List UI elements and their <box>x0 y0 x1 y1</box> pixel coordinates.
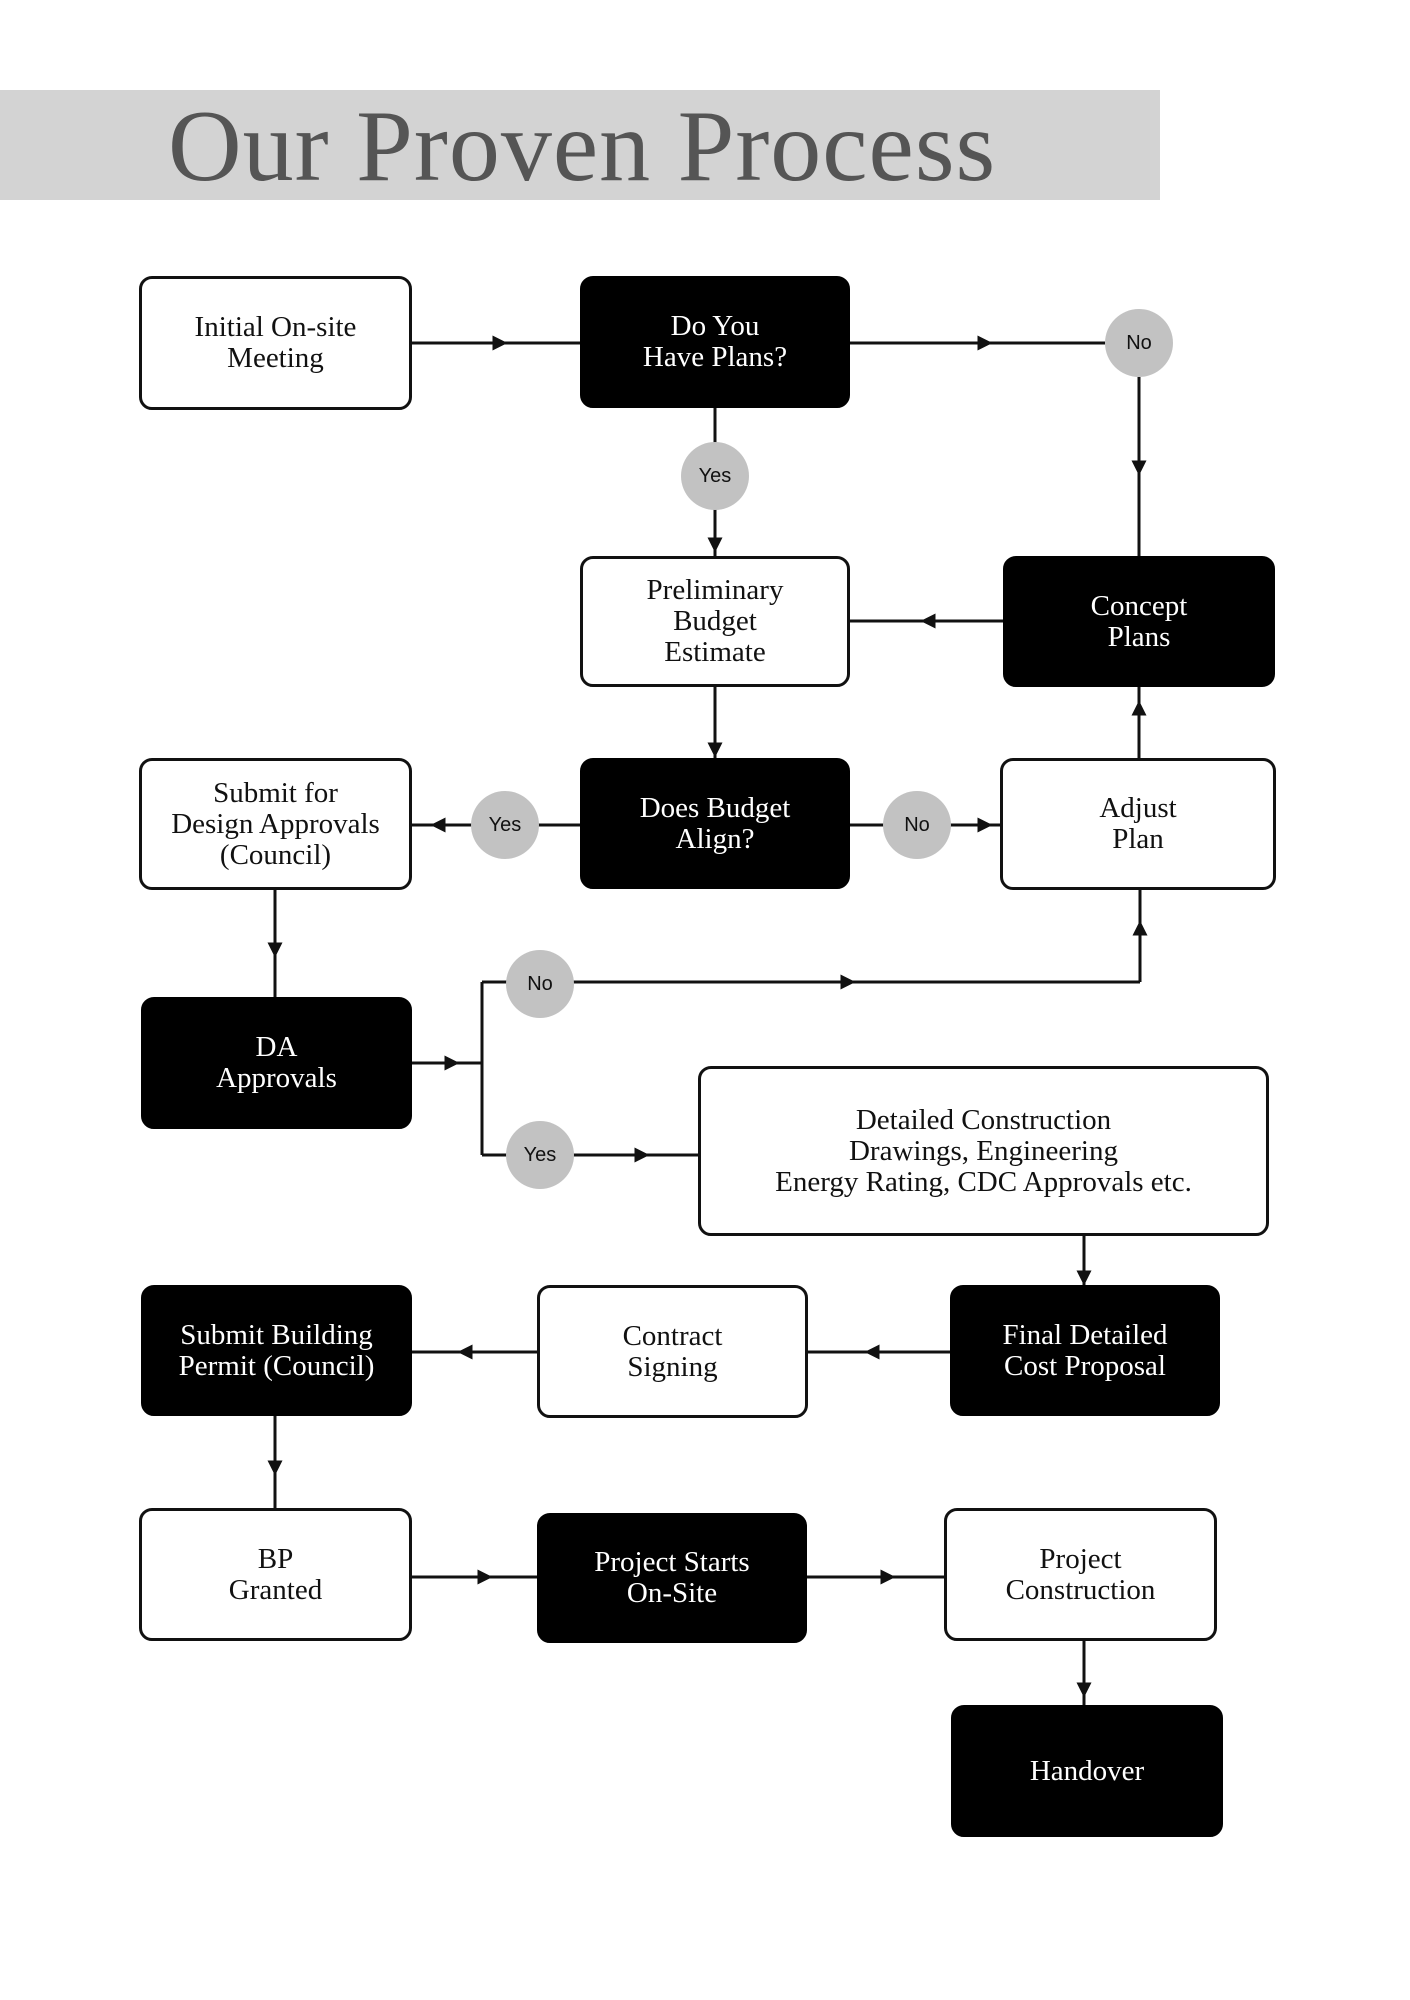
node-detailed-construction: Detailed Construction Drawings, Engineer… <box>698 1066 1269 1236</box>
badge-budget-no: No <box>883 791 951 859</box>
node-budget-align: Does Budget Align? <box>580 758 850 889</box>
node-final-cost-proposal: Final Detailed Cost Proposal <box>950 1285 1220 1416</box>
node-have-plans: Do You Have Plans? <box>580 276 850 408</box>
badge-da-no: No <box>506 950 574 1018</box>
page-title: Our Proven Process <box>168 90 997 203</box>
node-handover: Handover <box>951 1705 1223 1837</box>
node-project-starts: Project Starts On-Site <box>537 1513 807 1643</box>
node-concept-plans: Concept Plans <box>1003 556 1275 687</box>
node-contract-signing: Contract Signing <box>537 1285 808 1418</box>
badge-budget-yes: Yes <box>471 791 539 859</box>
node-da-approvals: DA Approvals <box>141 997 412 1129</box>
badge-da-yes: Yes <box>506 1121 574 1189</box>
node-preliminary-budget: Preliminary Budget Estimate <box>580 556 850 687</box>
node-submit-design-approvals: Submit for Design Approvals (Council) <box>139 758 412 890</box>
badge-plans-no: No <box>1105 309 1173 377</box>
title-band <box>0 90 1160 200</box>
badge-plans-yes: Yes <box>681 442 749 510</box>
node-project-construction: Project Construction <box>944 1508 1217 1641</box>
node-adjust-plan: Adjust Plan <box>1000 758 1276 890</box>
node-initial-meeting: Initial On-site Meeting <box>139 276 412 410</box>
node-submit-building-permit: Submit Building Permit (Council) <box>141 1285 412 1416</box>
node-bp-granted: BP Granted <box>139 1508 412 1641</box>
